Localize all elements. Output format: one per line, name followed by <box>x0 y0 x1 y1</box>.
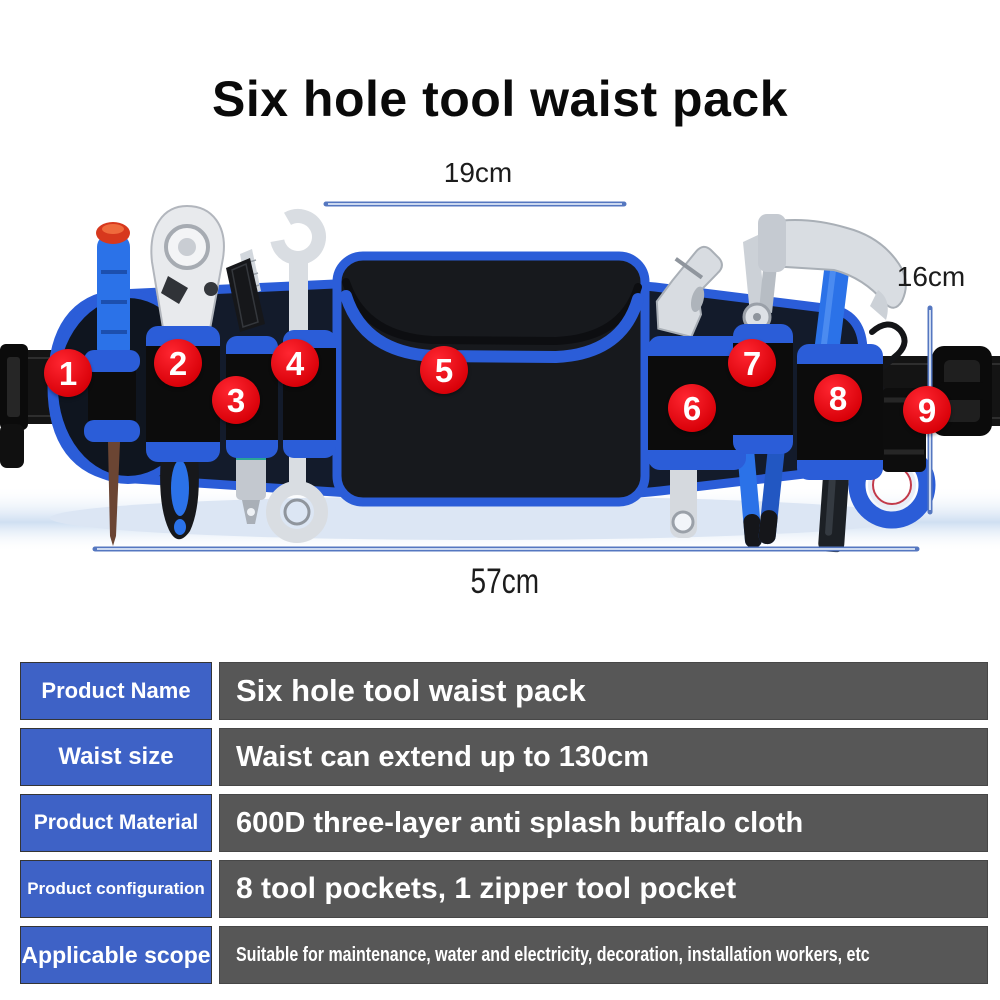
marker-1: 1 <box>44 349 92 397</box>
spec-label-product-configuration: Product configuration <box>20 860 212 918</box>
marker-7: 7 <box>728 339 776 387</box>
spanner-tool <box>270 209 326 334</box>
spec-label-waist-size: Waist size <box>20 728 212 786</box>
marker-6: 6 <box>668 384 716 432</box>
marker-3: 3 <box>212 376 260 424</box>
spec-value-text: 8 tool pockets, 1 zipper tool pocket <box>236 872 737 905</box>
marker-2: 2 <box>154 339 202 387</box>
table-row: Waist size Waist can extend up to 130cm <box>20 728 988 786</box>
spec-value-product-material: 600D three-layer anti splash buffalo clo… <box>219 794 988 852</box>
screwdriver-tool <box>96 222 130 546</box>
marker-4: 4 <box>271 339 319 387</box>
table-row: Product Material 600D three-layer anti s… <box>20 794 988 852</box>
marker-5: 5 <box>420 346 468 394</box>
dimension-label-bottom-width: 57cm <box>425 562 585 602</box>
dimension-label-side-height: 16cm <box>896 261 966 292</box>
spec-value-applicable-scope: Suitable for maintenance, water and elec… <box>219 926 988 984</box>
spec-label-product-material: Product Material <box>20 794 212 852</box>
table-row: Product configuration 8 tool pockets, 1 … <box>20 860 988 918</box>
table-row: Applicable scope Suitable for maintenanc… <box>20 926 988 984</box>
spec-value-text: 600D three-layer anti splash buffalo clo… <box>236 806 804 839</box>
dimension-label-top-width: 19cm <box>443 157 513 188</box>
spec-value-text: Waist can extend up to 130cm <box>236 740 650 773</box>
ratchet-tool <box>150 204 225 341</box>
hanging-screwdriver <box>160 444 199 540</box>
spec-value-text: Six hole tool waist pack <box>236 673 586 708</box>
table-row: Product Name Six hole tool waist pack <box>20 662 988 720</box>
spec-label-applicable-scope: Applicable scope <box>20 926 212 984</box>
spec-value-product-configuration: 8 tool pockets, 1 zipper tool pocket <box>219 860 988 918</box>
adjustable-wrench-tool <box>655 245 723 538</box>
zipper-pocket <box>332 251 650 507</box>
spec-label-product-name: Product Name <box>20 662 212 720</box>
marker-8: 8 <box>814 374 862 422</box>
spec-table: Product Name Six hole tool waist pack Wa… <box>20 662 988 984</box>
page-title: Six hole tool waist pack <box>211 70 789 127</box>
marker-9: 9 <box>903 386 951 434</box>
utility-knife-tool <box>226 249 265 332</box>
spec-value-product-name: Six hole tool waist pack <box>219 662 988 720</box>
dimension-label-bottom-width-text: 57cm <box>470 562 540 601</box>
product-photo-tool-waist-pack <box>0 201 1000 553</box>
spec-value-text: Suitable for maintenance, water and elec… <box>236 943 870 966</box>
spec-value-waist-size: Waist can extend up to 130cm <box>219 728 988 786</box>
